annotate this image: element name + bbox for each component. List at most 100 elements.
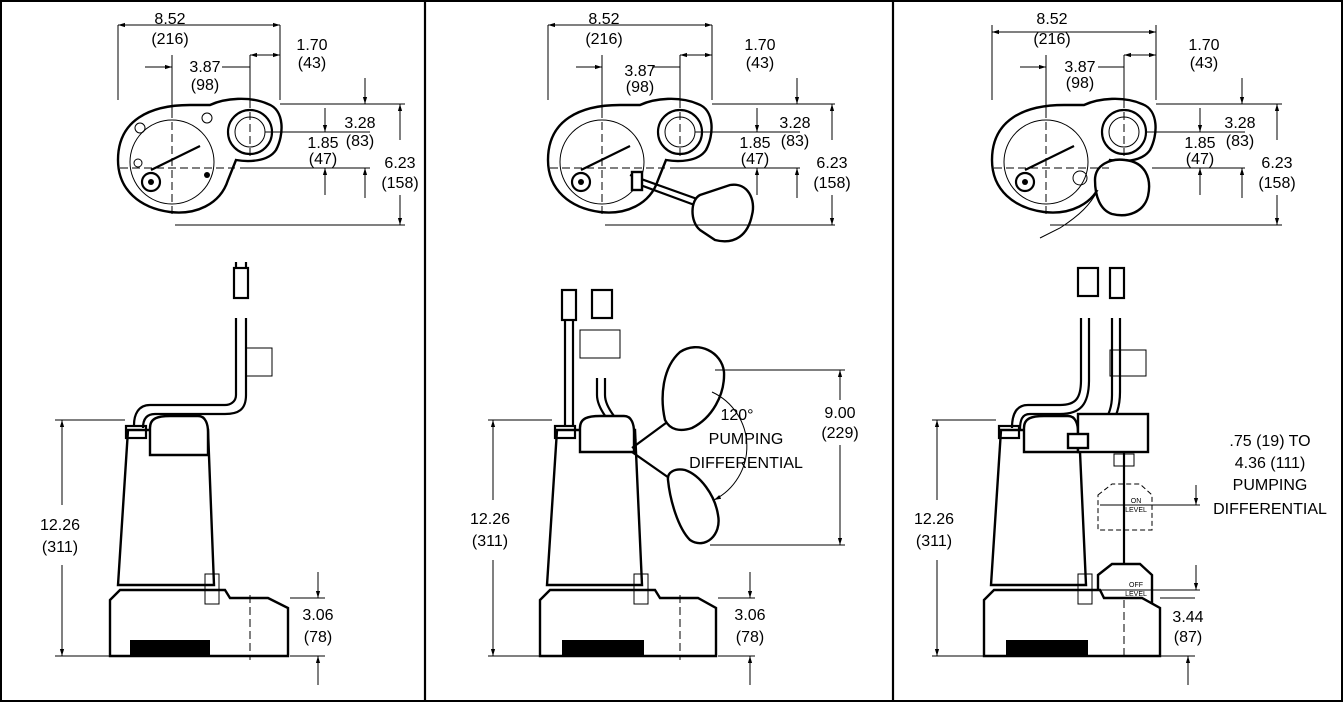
inlet-height-label: 3.06 [734,607,765,624]
cord-tag [579,329,621,359]
discharge-depth-mm-label: (83) [1226,133,1254,150]
discharge-offset-mm-label: (43) [746,55,774,72]
discharge-offset-label: 1.70 [1188,37,1219,54]
center-depth-label: 1.85 [1184,135,1215,152]
power-cord [1010,318,1083,429]
float-ball [691,183,755,243]
impeller-housing [129,119,215,205]
panel-standard: 8.52 (216) 3.87 (98) 1.70 (43) 3.28 (83)… [40,11,419,685]
overall-depth-mm-label: (158) [1258,175,1295,192]
inlet-height-mm-label: (87) [1174,629,1202,646]
switch-knob-center [578,179,584,185]
differential-line1: PUMPING [709,431,784,448]
discharge-offset-mm-label: (43) [1190,55,1218,72]
overall-depth-mm-label: (158) [813,175,850,192]
center-depth-label: 1.85 [739,135,770,152]
cord-grommet [124,424,148,440]
side-view: ON LEVEL OFF LEVEL .75 (19) TO 4.36 (111… [914,266,1327,685]
overall-width-label: 8.52 [154,11,185,28]
plug-prongs [234,262,248,268]
discharge-depth-label: 3.28 [779,115,810,132]
center-offset-label: 3.87 [1064,59,1095,76]
side-view: 12.26 (311) 3.06 (78) [40,262,334,685]
inlet-height-mm-label: (78) [304,629,332,646]
switch-knob-center [148,179,154,185]
piggyback-plug [590,288,614,320]
panel-tether: 8.52 (216) 3.87 (98) 1.70 (43) 3.28 (83)… [470,11,859,685]
switch-head [1076,412,1150,454]
height-mm-label: (311) [916,533,952,550]
center-offset-mm-label: (98) [626,79,654,96]
center-depth-mm-label: (47) [741,151,769,168]
power-cord [563,320,575,425]
inlet-height-label: 3.06 [302,607,333,624]
motor-housing [989,428,1088,587]
intake-screen [562,640,644,656]
impeller-housing [559,119,645,205]
switch-arm [150,145,201,171]
switch-housing [633,573,649,605]
off-level-label-1: OFF [1129,582,1143,589]
mount-hole [134,122,146,134]
motor-housing [545,428,644,587]
cord-grommet [553,424,577,440]
on-level-label-2: LEVEL [1125,507,1147,514]
differential-line2: DIFFERENTIAL [689,455,803,472]
switch-knob [140,171,162,193]
discharge-depth-mm-label: (83) [781,133,809,150]
mount-hole [201,112,213,124]
center-offset-mm-label: (98) [191,77,219,94]
height-mm-label: (311) [42,539,78,556]
power-cord [141,318,248,429]
discharge-offset-label: 1.70 [744,37,775,54]
center-offset-mm-label: (98) [1066,75,1094,92]
float-down [666,468,720,545]
switch-knob [570,171,592,193]
cord-grommet [997,424,1021,440]
switch-mount [1072,170,1088,186]
center-offset-label: 3.87 [624,63,655,80]
discharge-depth-label: 3.28 [344,115,375,132]
handle [148,414,210,457]
inlet-height-mm-label: (78) [736,629,764,646]
center-depth-mm-label: (47) [309,151,337,168]
plug [1108,266,1126,300]
switch-cable [1039,189,1099,239]
range-line-1: .75 (19) TO [1229,433,1310,450]
side-view: 120° PUMPING DIFFERENTIAL 9.00 (229) 12.… [470,288,859,685]
height-mm-label: (311) [472,533,508,550]
height-label: 12.26 [40,517,80,534]
discharge-depth-label: 3.28 [1224,115,1255,132]
top-view: 8.52 (216) 3.87 (98) 1.70 (43) 3.28 (83)… [546,11,851,243]
top-view: 8.52 (216) 3.87 (98) 1.70 (43) 3.28 (83)… [990,11,1296,239]
overall-depth-label: 6.23 [816,155,847,172]
top-view: 8.52 (216) 3.87 (98) 1.70 (43) 3.28 (83)… [116,11,419,226]
intake-screen [130,640,210,656]
vertical-float-switch [1093,158,1151,217]
overall-width-mm-label: (216) [585,31,622,48]
swing-arc [711,391,748,501]
overall-width-mm-label: (216) [151,31,188,48]
range-line-2: 4.36 (111) [1235,455,1306,472]
float-range-label: 9.00 [824,405,855,422]
off-level-label-2: LEVEL [1125,591,1147,598]
mount-hole [133,158,143,168]
inlet-height-label: 3.44 [1172,609,1203,626]
overall-width-label: 8.52 [1036,11,1067,28]
on-level-label-1: ON [1131,498,1142,505]
float-tether [631,419,673,481]
overall-depth-label: 6.23 [1261,155,1292,172]
discharge-offset-label: 1.70 [296,37,327,54]
float-up [661,346,726,432]
cord-tag [1109,349,1147,377]
tether-clip [630,170,644,192]
switch-housing [204,573,220,605]
switch-knob [1014,171,1036,193]
discharge-offset-mm-label: (43) [298,55,326,72]
switch-housing [1077,573,1093,605]
switch-arm [580,145,631,171]
height-label: 12.26 [470,511,510,528]
plug [232,266,250,300]
